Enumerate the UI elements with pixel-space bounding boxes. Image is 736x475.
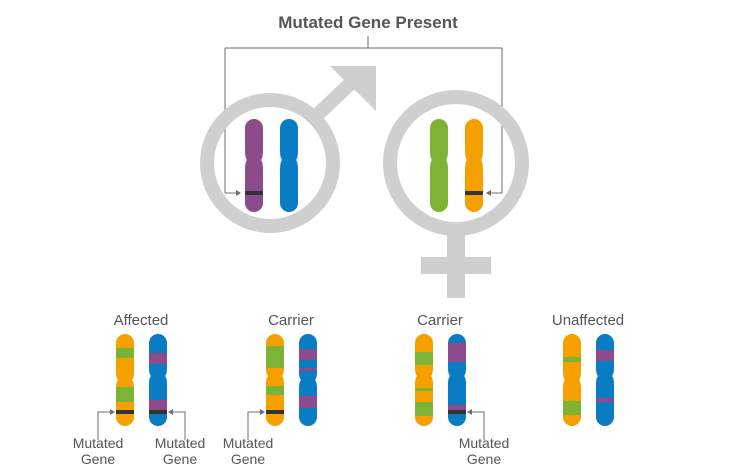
mutation-band <box>266 410 284 414</box>
mutated-gene-pointer <box>247 411 260 440</box>
offspring-unaffected-chromosomes <box>563 334 614 426</box>
chromosome <box>430 119 448 212</box>
mutation-band <box>448 410 466 414</box>
offspring-status-carrier-1: Carrier <box>268 312 314 329</box>
mutation-band <box>245 191 263 195</box>
male-symbol-icon <box>200 66 376 233</box>
arrow-icon <box>236 190 241 196</box>
chromosome <box>299 334 317 426</box>
title-bracket <box>224 36 503 194</box>
arrow-icon <box>168 409 173 415</box>
offspring-status-carrier-2: Carrier <box>417 312 463 329</box>
mutation-band <box>116 410 134 414</box>
arrow-icon <box>260 409 265 415</box>
arrow-icon <box>486 190 491 196</box>
diagram-title: Mutated Gene Present <box>278 13 458 32</box>
mutated-gene-pointer <box>472 411 485 440</box>
mutated-gene-pointer <box>97 411 186 440</box>
offspring-carrier-2-chromosomes <box>415 334 466 426</box>
mutation-band <box>465 191 483 195</box>
arrow-icon <box>467 409 472 415</box>
chromosome <box>245 119 263 212</box>
mutation-band <box>149 410 167 414</box>
female-symbol-icon <box>383 90 529 298</box>
arrow-icon <box>110 409 115 415</box>
mother-chromosomes <box>430 119 483 212</box>
chromosome <box>596 334 614 426</box>
offspring-status-affected: Affected <box>114 312 169 329</box>
offspring-affected-chromosomes <box>116 334 167 426</box>
offspring-status-unaffected: Unaffected <box>552 312 624 329</box>
chromosome <box>465 119 483 212</box>
father-chromosomes <box>245 119 298 212</box>
offspring-carrier-1-chromosomes <box>266 334 317 426</box>
chromosome <box>280 119 298 212</box>
